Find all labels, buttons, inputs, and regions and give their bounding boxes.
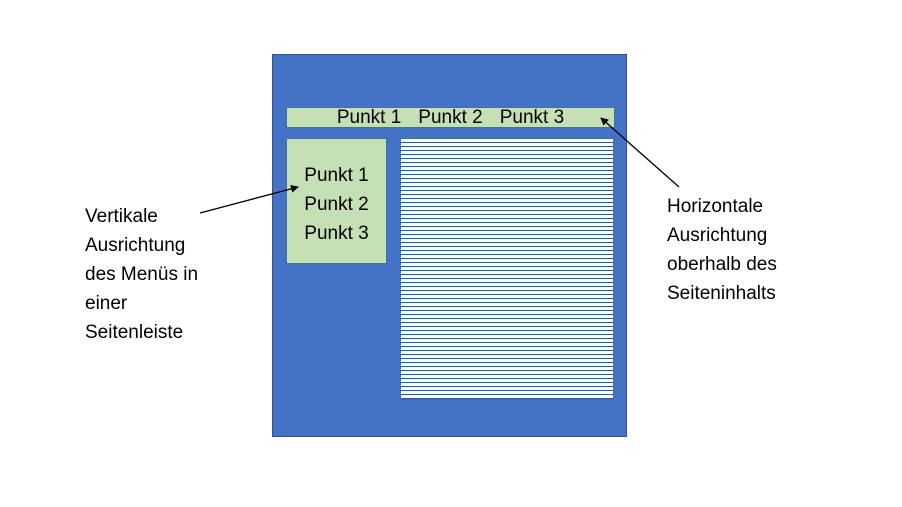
- annotation-line: einer: [85, 293, 128, 314]
- horizontal-menu-item-2: Punkt 2: [418, 107, 483, 128]
- annotation-line: Vertikale: [85, 206, 158, 227]
- vertical-alignment-annotation: Vertikale Ausrichtung des Menüs in einer…: [85, 202, 198, 347]
- sidebar-menu-item-3: Punkt 3: [304, 223, 369, 244]
- annotation-line: Horizontale: [667, 196, 764, 217]
- annotation-line: Seitenleiste: [85, 322, 184, 343]
- horizontal-alignment-annotation: Horizontale Ausrichtung oberhalb des Sei…: [667, 192, 777, 308]
- annotation-line: Seiteninhalts: [667, 283, 776, 304]
- annotation-line: Ausrichtung: [85, 235, 186, 256]
- annotation-line: oberhalb des: [667, 254, 777, 275]
- vertical-sidebar-menu: Punkt 1 Punkt 2 Punkt 3: [286, 138, 387, 264]
- sidebar-menu-item-1: Punkt 1: [304, 165, 369, 186]
- sidebar-menu-item-2: Punkt 2: [304, 194, 369, 215]
- horizontal-menu-item-1: Punkt 1: [336, 107, 402, 128]
- horizontal-menu-item-3: Punkt 3: [499, 107, 565, 128]
- annotation-line: des Menüs in: [85, 264, 199, 285]
- horizontal-menu: Punkt 1 Punkt 2 Punkt 3: [286, 107, 615, 128]
- annotation-line: Ausrichtung: [667, 225, 768, 246]
- page-content-area: [400, 138, 614, 400]
